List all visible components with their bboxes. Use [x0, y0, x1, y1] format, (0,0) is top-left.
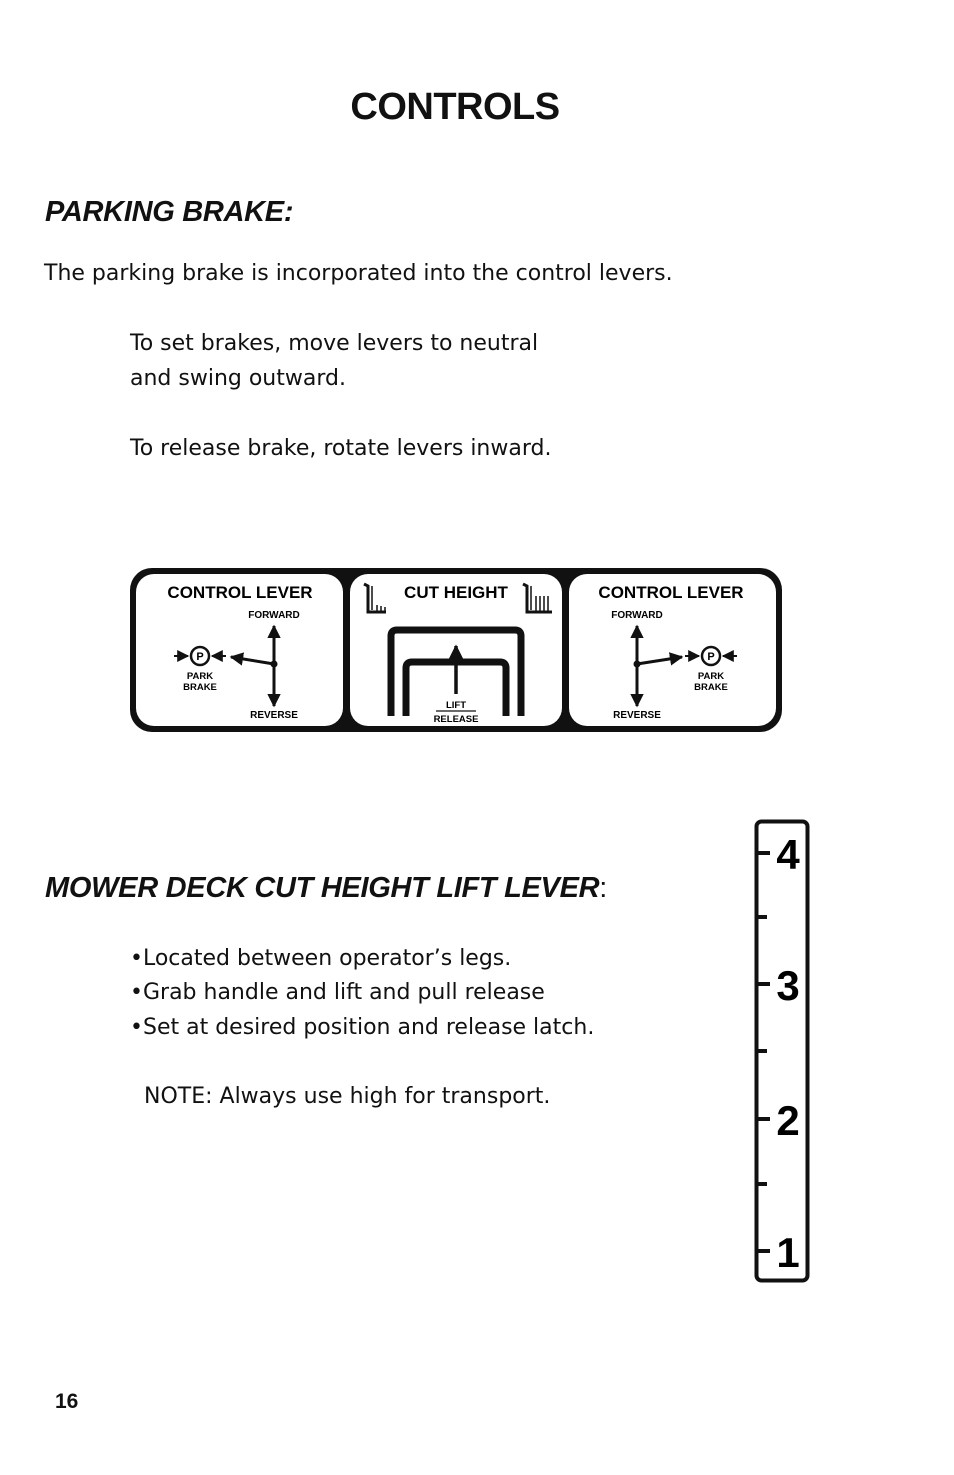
left-forward-label: FORWARD [248, 610, 299, 621]
cut-height-low-icon [363, 582, 386, 614]
right-park-symbol: P [707, 651, 714, 663]
right-panel-title: CONTROL LEVER [598, 583, 743, 602]
gauge-label-4: 4 [776, 831, 800, 878]
right-lever-arrows-icon [630, 624, 684, 708]
center-panel-title: CUT HEIGHT [404, 583, 509, 602]
right-forward-label: FORWARD [611, 610, 662, 621]
cut-height-gauge: 4 3 2 1 [754, 819, 810, 1283]
mower-deck-heading-colon: : [599, 872, 608, 904]
right-park-label: PARK [698, 671, 724, 682]
parking-brake-heading: PARKING BRAKE: [45, 196, 294, 228]
bullet-grab-handle: •Grab handle and lift and pull release [130, 980, 545, 1005]
right-brake-label: BRAKE [694, 682, 728, 693]
release-label: RELEASE [434, 714, 479, 725]
right-reverse-label: REVERSE [613, 710, 661, 721]
left-park-brake-icon: P [174, 645, 226, 667]
gauge-label-3: 3 [776, 962, 799, 1009]
gauge-label-2: 2 [776, 1097, 799, 1144]
left-brake-label: BRAKE [183, 682, 217, 693]
left-park-label: PARK [187, 671, 213, 682]
parking-brake-intro: The parking brake is incorporated into t… [44, 261, 673, 286]
bullet-set-position: •Set at desired position and release lat… [130, 1015, 595, 1040]
left-panel [136, 574, 343, 726]
set-brake-line-1: To set brakes, move levers to neutral [130, 331, 539, 356]
bullet-located: •Located between operator’s legs. [130, 946, 512, 971]
mower-deck-heading: MOWER DECK CUT HEIGHT LIFT LEVER: [45, 872, 607, 905]
left-panel-title: CONTROL LEVER [167, 583, 312, 602]
lift-label: LIFT [446, 700, 466, 711]
cut-height-high-icon [522, 582, 552, 614]
page-number: 16 [55, 1390, 79, 1413]
right-panel [569, 574, 776, 726]
left-lever-arrows-icon [229, 624, 281, 708]
release-brake-text: To release brake, rotate levers inward. [130, 436, 552, 461]
control-decal: CONTROL LEVER FORWARD REVERSE P PARK BRA… [130, 568, 782, 732]
left-reverse-label: REVERSE [250, 710, 298, 721]
mower-deck-heading-text: MOWER DECK CUT HEIGHT LIFT LEVER [45, 872, 600, 904]
left-park-symbol: P [196, 651, 203, 663]
gauge-label-1: 1 [776, 1229, 799, 1276]
transport-note: NOTE: Always use high for transport. [144, 1084, 551, 1109]
set-brake-line-2: and swing outward. [130, 366, 346, 391]
right-park-brake-icon: P [685, 645, 737, 667]
page-title: CONTROLS [350, 86, 560, 128]
